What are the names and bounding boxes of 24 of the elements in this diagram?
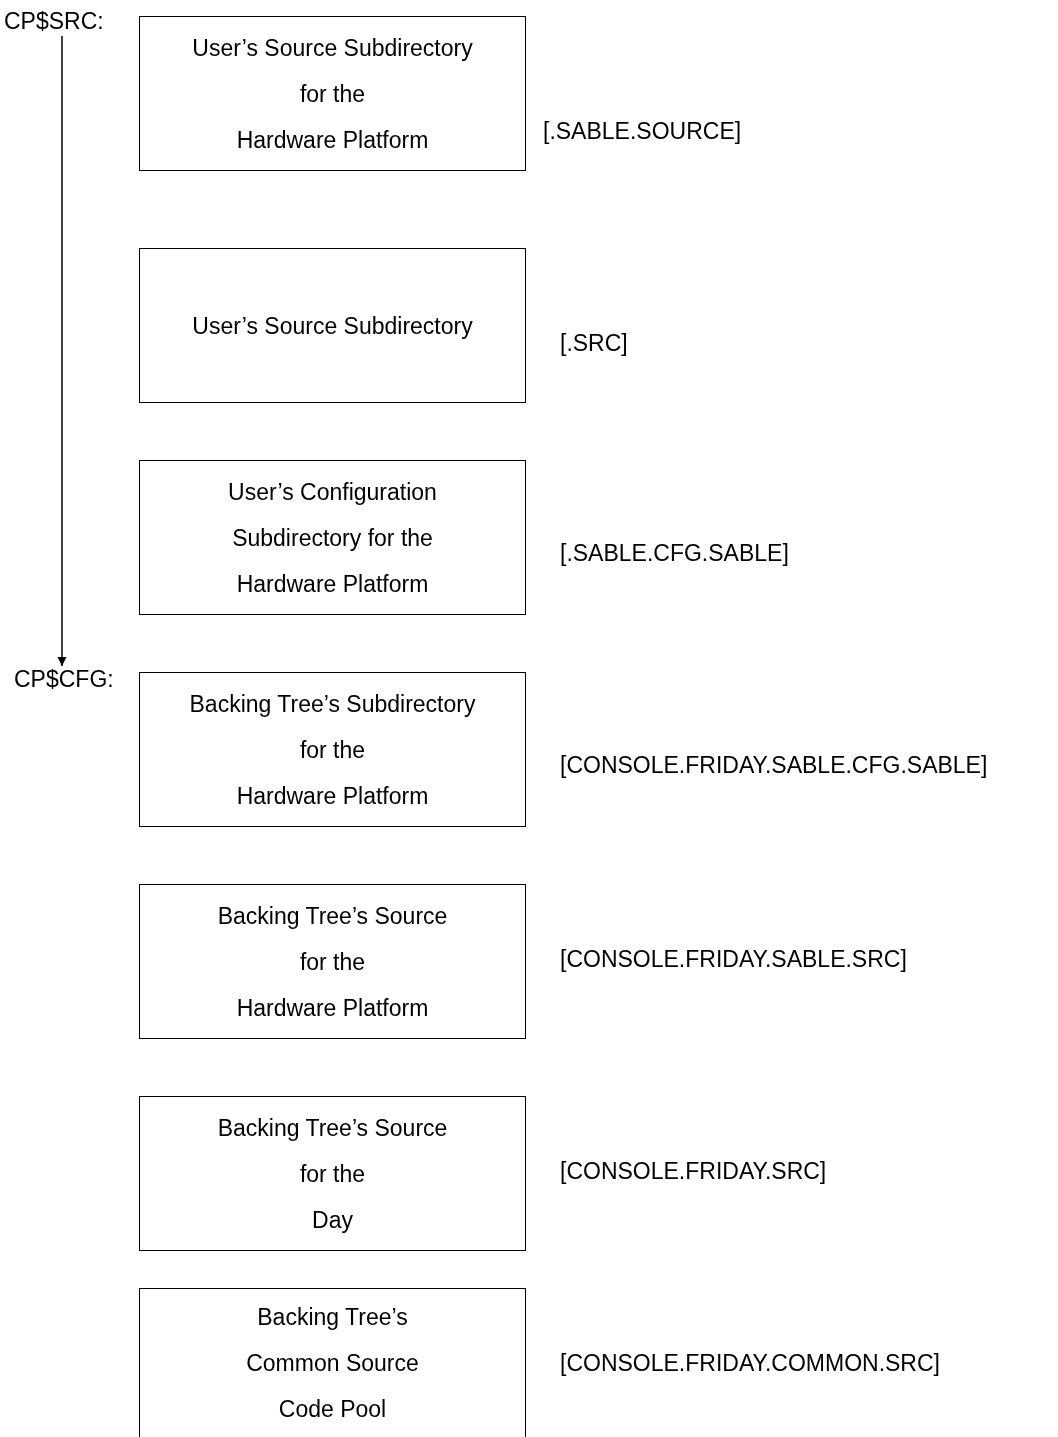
path-label: [.SABLE.CFG.SABLE] [560,540,789,566]
directory-box [139,248,526,403]
box-text: User’s Source Subdirectory [192,311,473,341]
directory-box [139,884,526,1039]
path-label: [CONSOLE.FRIDAY.SABLE.CFG.SABLE] [560,752,988,778]
box-text: Backing Tree’s Source for the Day [217,1113,448,1235]
box-text: User’s Configuration Subdirectory for the Hardware Platform [228,477,437,599]
box-text: Backing Tree’s Subdirectory for the Hardware Platform [189,689,476,811]
path-label: [CONSOLE.FRIDAY.SABLE.SRC] [560,946,907,972]
box-text: Backing Tree’s Source for the Hardware Platform [217,901,448,1023]
directory-box [139,672,526,827]
directory-box [139,16,526,171]
directory-box [139,1288,526,1437]
path-label: [CONSOLE.FRIDAY.COMMON.SRC] [560,1350,940,1376]
variable-label: CP$CFG: [14,666,115,692]
box-text: Backing Tree’s Common Source Code Pool [246,1303,419,1424]
box-text: User’s Source Subdirectory for the Hardware Platform [192,33,473,155]
path-label: [CONSOLE.FRIDAY.SRC] [560,1158,827,1184]
path-label: [.SABLE.SOURCE] [543,118,742,144]
directory-box [139,460,526,615]
directory-box [139,1096,526,1251]
variable-label: CP$SRC: [4,8,105,34]
arrow [57,35,67,667]
path-label: [.SRC] [560,330,628,356]
